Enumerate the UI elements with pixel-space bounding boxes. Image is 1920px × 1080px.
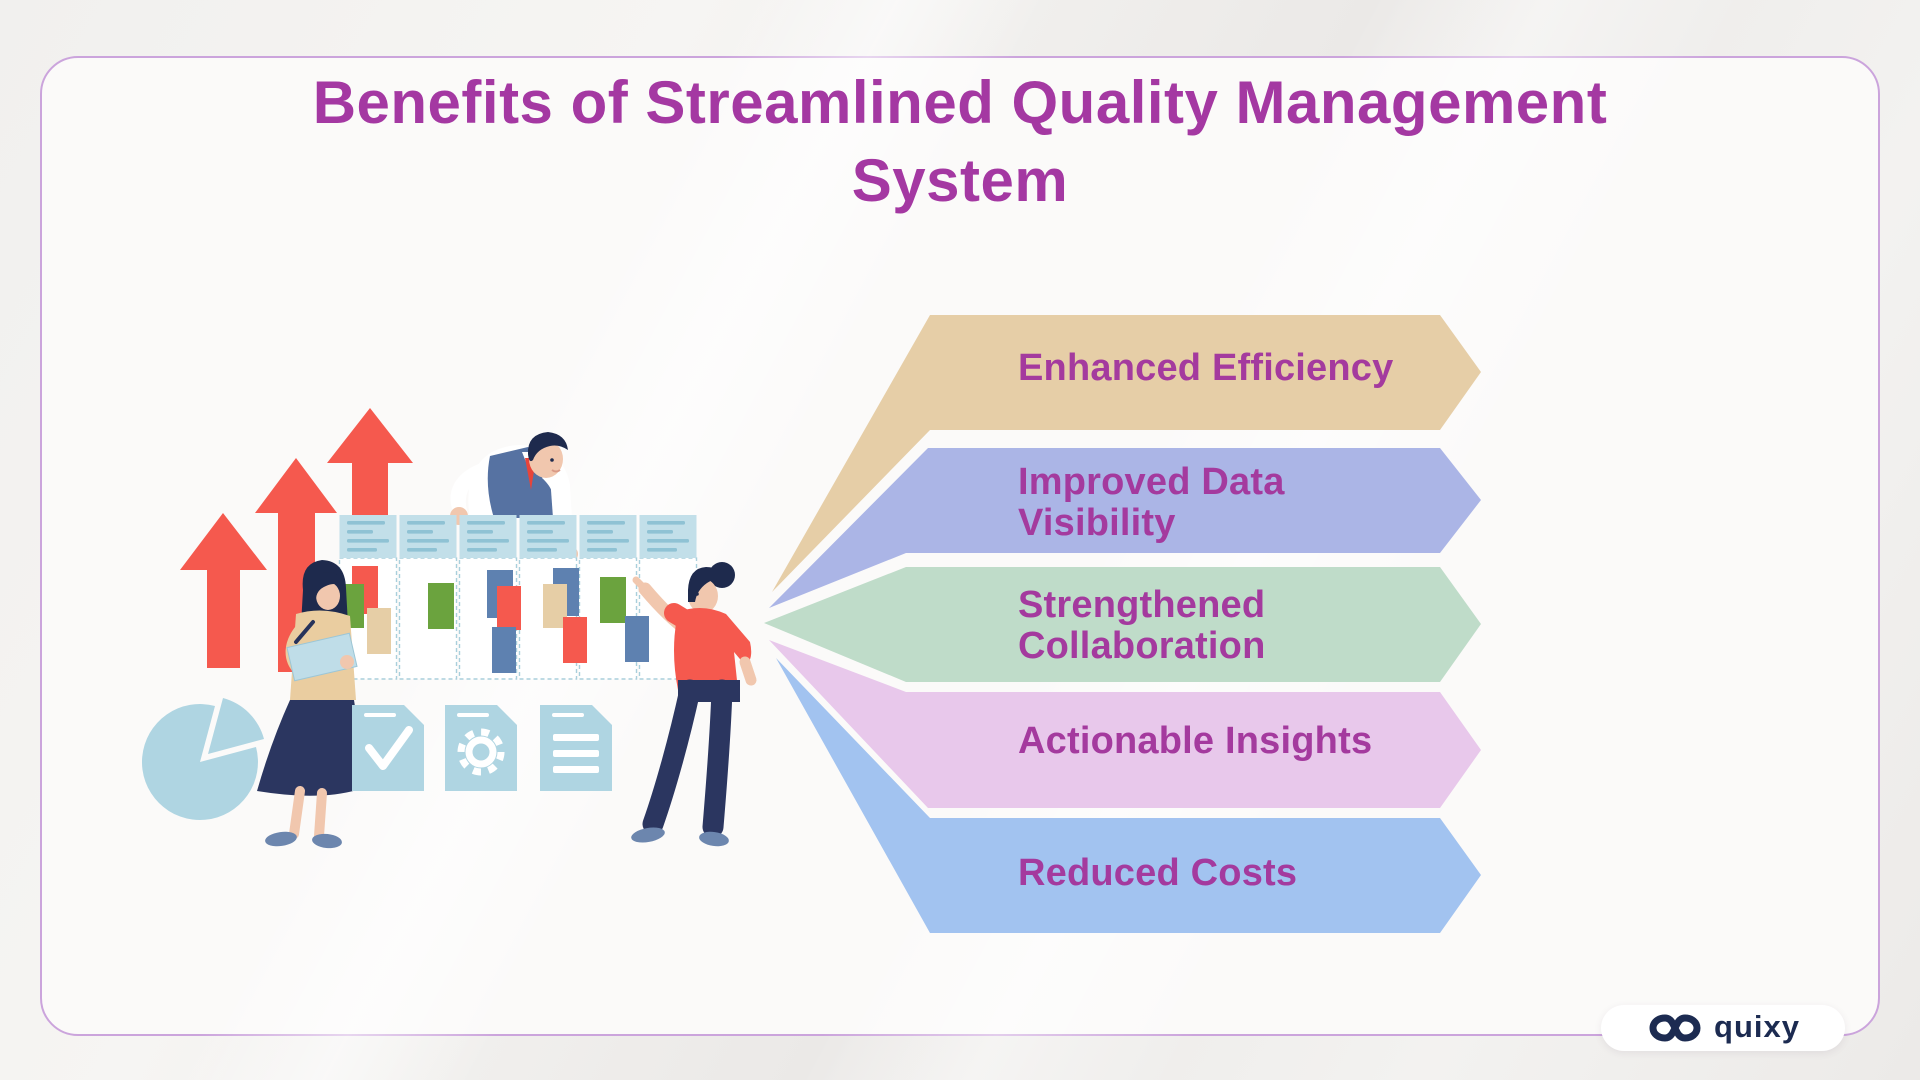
document-check-icon <box>352 705 424 791</box>
document-icons <box>352 705 612 791</box>
kanban-board <box>338 515 698 680</box>
benefit-label-improved-data-visibility: Improved Data Visibility <box>1018 462 1285 544</box>
kanban-card <box>497 586 521 630</box>
benefit-ribbon-shape-4 <box>769 640 1481 808</box>
benefit-ribbon-shape-5 <box>776 658 1481 933</box>
pie-chart-icon <box>141 698 264 821</box>
quixy-logo-text: quixy <box>1714 1008 1800 1044</box>
kanban-card <box>563 617 587 663</box>
document-gear-icon <box>445 705 517 791</box>
benefit-label-line: Collaboration <box>1018 625 1266 667</box>
person-woman-pointing <box>631 562 757 847</box>
benefit-ribbon-shape-2 <box>769 448 1481 608</box>
benefit-label-line: Improved Data <box>1018 461 1285 503</box>
kanban-card <box>625 616 649 662</box>
kanban-card <box>492 627 516 673</box>
benefit-label-enhanced-efficiency: Enhanced Efficiency <box>1018 348 1393 389</box>
benefit-label-line: Actionable Insights <box>1018 720 1373 762</box>
document-lines-icon <box>540 705 612 791</box>
person-woman-clipboard <box>257 560 360 849</box>
benefit-ribbon-shape-3 <box>764 567 1481 682</box>
kanban-card <box>600 577 626 623</box>
benefit-label-strengthened-collaboration: Strengthened Collaboration <box>1018 585 1266 667</box>
page-title: Benefits of Streamlined Quality Manageme… <box>0 64 1920 220</box>
benefit-ribbon-shape-1 <box>772 315 1481 592</box>
benefit-label-reduced-costs: Reduced Costs <box>1018 853 1297 894</box>
infinity-icon <box>1649 1014 1701 1042</box>
benefit-label-line: Visibility <box>1018 502 1176 544</box>
benefit-label-line: Strengthened <box>1018 584 1266 626</box>
quixy-logo[interactable]: quixy <box>1601 1005 1845 1051</box>
benefit-label-line: Reduced Costs <box>1018 852 1298 894</box>
kanban-card <box>367 608 391 654</box>
benefit-label-line: Enhanced Efficiency <box>1018 347 1394 389</box>
benefit-label-actionable-insights: Actionable Insights <box>1018 721 1372 762</box>
page-title-text: Benefits of Streamlined Quality Manageme… <box>312 69 1608 214</box>
kanban-card <box>428 583 454 629</box>
